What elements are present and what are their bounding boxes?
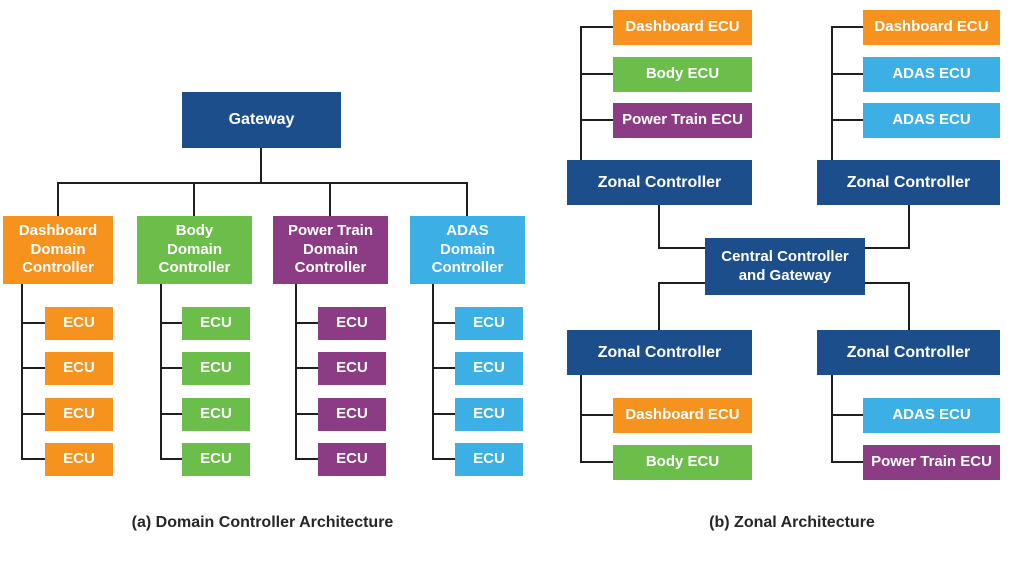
zonal-controller-top-right: Zonal Controller	[817, 160, 1000, 205]
zonal-controller-top-left: Zonal Controller	[567, 160, 752, 205]
connector-line	[908, 205, 910, 249]
ecu-node: ECU	[45, 398, 113, 431]
domain-controller-powertrain: Power Train Domain Controller	[273, 216, 388, 284]
connector-line	[658, 205, 660, 249]
connector-line	[57, 182, 468, 184]
connector-line	[466, 182, 468, 216]
connector-line	[160, 284, 162, 460]
connector-line	[831, 375, 833, 463]
connector-line	[193, 182, 195, 216]
connector-line	[160, 367, 184, 369]
ecu-node: ECU	[318, 443, 386, 476]
connector-line	[908, 282, 910, 330]
ecu-node: ECU	[182, 352, 250, 385]
connector-line	[295, 458, 320, 460]
connector-line	[432, 367, 457, 369]
ecu-powertrain: Power Train ECU	[613, 103, 752, 138]
caption-domain-architecture: (a) Domain Controller Architecture	[131, 514, 394, 531]
ecu-body: Body ECU	[613, 57, 752, 92]
connector-line	[432, 458, 457, 460]
central-controller-node: Central Controller and Gateway	[705, 238, 865, 295]
connector-line	[658, 247, 707, 249]
ecu-powertrain: Power Train ECU	[863, 445, 1000, 480]
connector-line	[260, 148, 262, 183]
connector-line	[580, 26, 613, 28]
ecu-node: ECU	[182, 398, 250, 431]
zonal-controller-bottom-left: Zonal Controller	[567, 330, 752, 375]
ecu-body: Body ECU	[613, 445, 752, 480]
connector-line	[432, 284, 434, 460]
ecu-node: ECU	[182, 307, 250, 340]
ecu-node: ECU	[455, 398, 523, 431]
caption-zonal-architecture: (b) Zonal Architecture	[709, 514, 875, 531]
connector-line	[432, 413, 457, 415]
connector-line	[160, 322, 184, 324]
connector-line	[865, 282, 910, 284]
connector-line	[580, 461, 613, 463]
ecu-dashboard: Dashboard ECU	[613, 10, 752, 45]
connector-line	[160, 458, 184, 460]
domain-controller-adas: ADAS Domain Controller	[410, 216, 525, 284]
ecu-dashboard: Dashboard ECU	[863, 10, 1000, 45]
connector-line	[831, 119, 863, 121]
connector-line	[658, 282, 660, 330]
connector-line	[831, 461, 863, 463]
ecu-adas: ADAS ECU	[863, 57, 1000, 92]
ecu-node: ECU	[45, 307, 113, 340]
connector-line	[865, 247, 910, 249]
connector-line	[295, 413, 320, 415]
connector-line	[658, 282, 707, 284]
ecu-node: ECU	[182, 443, 250, 476]
connector-line	[21, 413, 47, 415]
gateway-node: Gateway	[182, 92, 341, 148]
zonal-controller-bottom-right: Zonal Controller	[817, 330, 1000, 375]
domain-controller-dashboard: Dashboard Domain Controller	[3, 216, 113, 284]
connector-line	[21, 322, 47, 324]
connector-line	[580, 73, 613, 75]
connector-line	[57, 182, 59, 216]
ecu-adas: ADAS ECU	[863, 103, 1000, 138]
ecu-node: ECU	[455, 352, 523, 385]
ecu-node: ECU	[455, 443, 523, 476]
connector-line	[831, 73, 863, 75]
connector-line	[295, 322, 320, 324]
domain-controller-body: Body Domain Controller	[137, 216, 252, 284]
connector-line	[295, 284, 297, 460]
connector-line	[295, 367, 320, 369]
connector-line	[21, 367, 47, 369]
connector-line	[580, 119, 613, 121]
ecu-node: ECU	[45, 352, 113, 385]
connector-line	[21, 458, 47, 460]
connector-line	[580, 414, 613, 416]
connector-line	[432, 322, 457, 324]
ecu-node: ECU	[45, 443, 113, 476]
connector-line	[831, 26, 833, 161]
connector-line	[21, 284, 23, 460]
ecu-node: ECU	[318, 307, 386, 340]
ecu-dashboard: Dashboard ECU	[613, 398, 752, 433]
ecu-adas: ADAS ECU	[863, 398, 1000, 433]
ecu-node: ECU	[318, 352, 386, 385]
connector-line	[160, 413, 184, 415]
ecu-node: ECU	[318, 398, 386, 431]
connector-line	[831, 414, 863, 416]
connector-line	[580, 375, 582, 463]
connector-line	[580, 26, 582, 161]
ecu-node: ECU	[455, 307, 523, 340]
connector-line	[831, 26, 863, 28]
connector-line	[329, 182, 331, 216]
